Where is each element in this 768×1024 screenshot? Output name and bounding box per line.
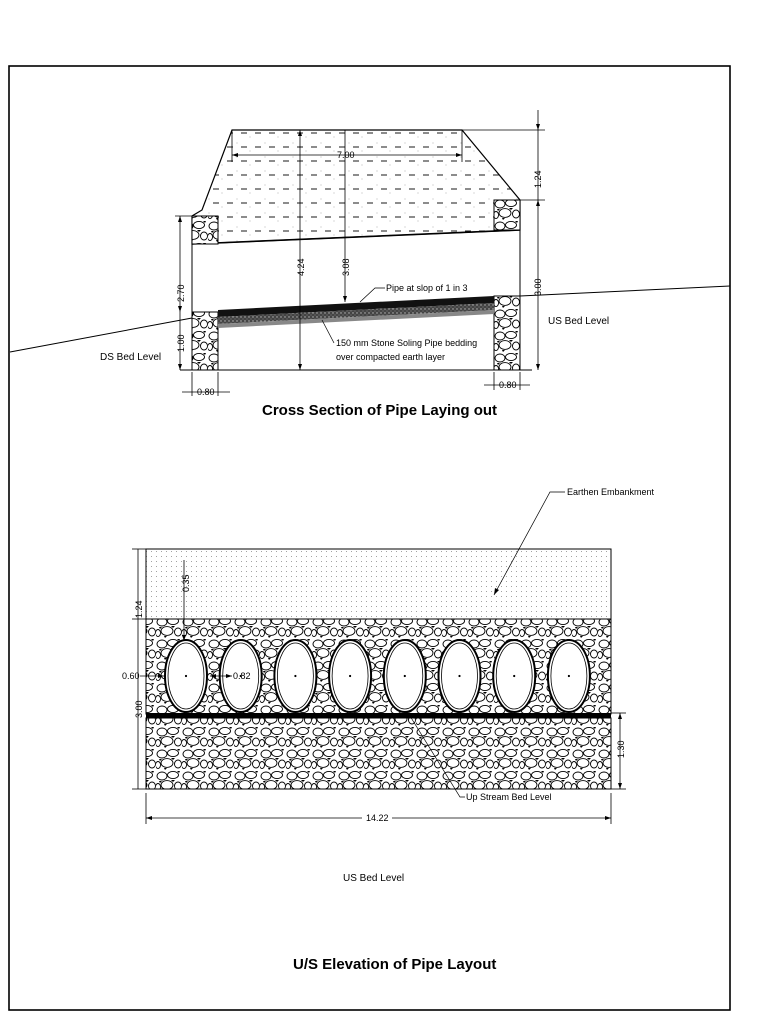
pipe-inner-wall [331, 642, 369, 710]
pipe-center-dot [513, 674, 516, 678]
label-us-bed-elev: US Bed Level [343, 873, 404, 884]
pipe-inner-wall [550, 642, 588, 710]
pipe-center-dot [184, 674, 188, 678]
pipe-center-dot [239, 674, 242, 678]
elev-dim-total-width: 14.22 [366, 813, 389, 823]
label-upstream-bed: Up Stream Bed Level [466, 792, 552, 802]
upstream-bed-line [146, 713, 611, 718]
right-headwall [493, 199, 521, 231]
cross-section: 7.00 1.24 3.00 4.24 3.08 2.70 1.00 [9, 110, 731, 419]
pipe-inner-wall [276, 642, 314, 710]
elev-dim-cover: 0.35 [181, 574, 191, 592]
label-earthen-embankment: Earthen Embankment [567, 487, 655, 497]
dim-mid-height: 3.08 [341, 258, 351, 276]
left-headwall [191, 215, 219, 245]
label-us-bed: US Bed Level [548, 316, 609, 327]
dim-top-width: 7.00 [337, 150, 355, 160]
pipe-center-dot [458, 674, 461, 678]
pipe-inner-wall [441, 642, 478, 710]
pipe-center-dot [349, 674, 352, 678]
elev-dim-fill-height: 1.24 [134, 600, 144, 618]
elevation-title: U/S Elevation of Pipe Layout [293, 956, 496, 973]
elev-dim-stone-height: 3.00 [134, 700, 144, 718]
label-ds-bed: DS Bed Level [100, 352, 161, 363]
embankment-fill [191, 129, 521, 245]
elevation: 1.24 3.00 0.35 0.60 0.82 1.30 14.22 Eart… [122, 487, 655, 973]
stone-bedding [218, 303, 494, 324]
pipe-center-dot [403, 674, 406, 678]
cross-section-title: Cross Section of Pipe Laying out [262, 402, 497, 419]
elev-dim-base-height: 1.30 [616, 740, 626, 758]
dim-right-wall: 0.80 [499, 380, 517, 390]
elev-dim-gap: 0.60 [122, 671, 140, 681]
earthen-fill [145, 548, 612, 620]
dim-total-height: 4.24 [296, 258, 306, 276]
pipe-center-dot [294, 674, 297, 678]
left-footing [191, 311, 219, 371]
pipe-row [164, 639, 591, 713]
elev-dim-pipe-dia: 0.82 [233, 671, 251, 681]
sloped-pipe [218, 296, 494, 317]
dim-ds-height: 2.70 [176, 284, 186, 302]
pipe-inner-wall [386, 642, 424, 710]
label-pipe-slope: Pipe at slop of 1 in 3 [386, 283, 468, 293]
stone-masonry-lower [145, 717, 612, 790]
pipe-inner-wall [167, 642, 205, 710]
pipe-inner-wall [495, 642, 533, 710]
sheet-border [8, 65, 731, 1011]
label-bedding-2: over compacted earth layer [336, 352, 445, 362]
pipe-center-dot [567, 674, 571, 678]
ground-line [9, 317, 193, 353]
right-footing [493, 295, 521, 371]
stone-masonry-upper [145, 618, 612, 715]
dim-left-wall: 0.80 [197, 387, 215, 397]
dim-fill-height: 1.24 [533, 170, 543, 188]
dim-us-height: 3.00 [533, 278, 543, 296]
dim-base-height: 1.00 [176, 334, 186, 352]
label-bedding-1: 150 mm Stone Soling Pipe bedding [336, 338, 477, 348]
